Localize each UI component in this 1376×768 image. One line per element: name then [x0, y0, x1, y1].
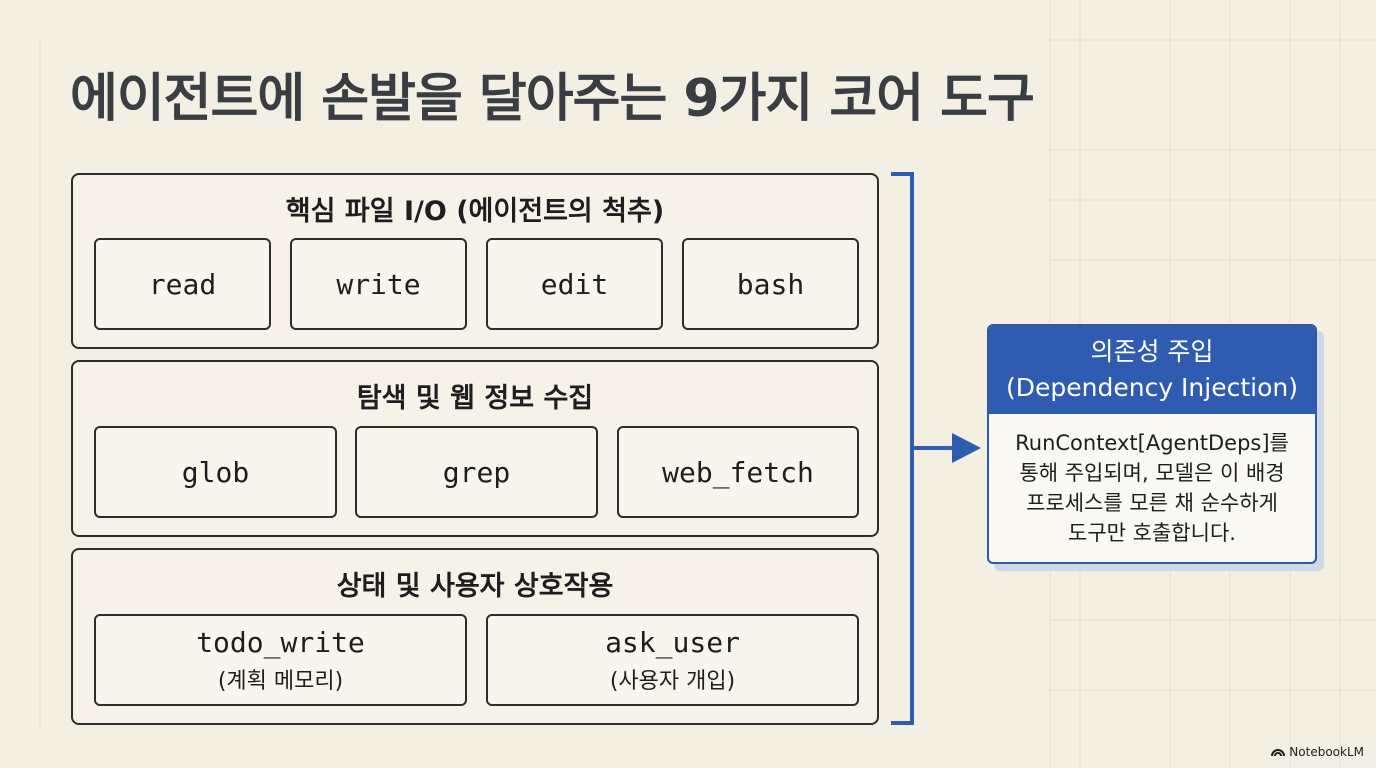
di-line: 통해 주입되며, 모델은 이 배경: [1019, 461, 1285, 485]
group-title: 핵심 파일 I/O (에이전트의 척추): [285, 196, 665, 227]
dependency-injection-box: 의존성 주입 (Dependency Injection) RunContext…: [987, 324, 1317, 564]
di-line: 도구만 호출합니다.: [1068, 521, 1236, 545]
di-line: RunContext[AgentDeps]를: [1015, 431, 1289, 455]
group-title: 탐색 및 웹 정보 수집: [356, 383, 594, 414]
footer-brand: NotebookLM: [1289, 745, 1364, 759]
tool-name: grep: [442, 455, 511, 489]
di-line: 프로세스를 모른 채 순수하게: [1026, 491, 1278, 515]
tool-name: write: [336, 267, 421, 301]
group-title: 상태 및 사용자 상호작용: [336, 571, 614, 602]
tool-name: web_fetch: [662, 455, 814, 489]
group-state-user-interaction: 상태 및 사용자 상호작용 todo_write (계획 메모리) ask_us…: [71, 548, 879, 725]
tool-name: bash: [736, 267, 805, 301]
tool-write: write: [290, 238, 467, 330]
page-title: 에이전트에 손발을 달아주는 9가지 코어 도구: [70, 69, 1035, 129]
group-search-web: 탐색 및 웹 정보 수집 glob grep web_fetch: [71, 360, 879, 537]
notebooklm-logo-icon: [1271, 749, 1286, 757]
tool-subtitle: (사용자 개입): [609, 668, 736, 694]
di-header: 의존성 주입 (Dependency Injection): [989, 326, 1315, 414]
tool-ask-user: ask_user (사용자 개입): [486, 614, 859, 706]
tool-read: read: [94, 238, 271, 330]
watermark: NotebookLM: [1271, 745, 1364, 759]
tool-name: read: [148, 267, 217, 301]
tool-edit: edit: [486, 238, 663, 330]
tool-name: todo_write: [196, 625, 365, 659]
tool-name: glob: [181, 455, 250, 489]
group-core-file-io: 핵심 파일 I/O (에이전트의 척추) read write edit bas…: [71, 173, 879, 349]
tool-bash: bash: [682, 238, 859, 330]
di-description: RunContext[AgentDeps]를 통해 주입되며, 모델은 이 배경…: [989, 414, 1315, 548]
tool-name: edit: [540, 267, 609, 301]
tool-subtitle: (계획 메모리): [217, 668, 344, 694]
di-title-en: (Dependency Injection): [1006, 373, 1298, 402]
tool-web-fetch: web_fetch: [617, 426, 859, 518]
tool-glob: glob: [94, 426, 337, 518]
tool-todo-write: todo_write (계획 메모리): [94, 614, 467, 706]
di-title-ko: 의존성 주입: [1090, 337, 1214, 366]
tool-name: ask_user: [605, 625, 740, 659]
tool-grep: grep: [355, 426, 598, 518]
